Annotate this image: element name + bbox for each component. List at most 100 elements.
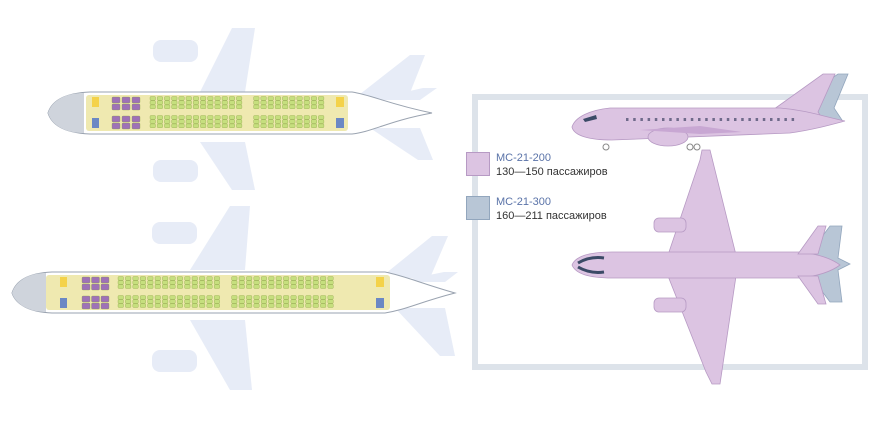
economy-seat	[214, 295, 220, 300]
economy-seat	[253, 299, 260, 304]
economy-seat	[305, 295, 312, 300]
cabin-windows	[626, 118, 795, 121]
economy-seat	[214, 115, 221, 120]
economy-seat	[290, 295, 297, 300]
economy-seat	[290, 303, 297, 308]
economy-seat	[303, 100, 310, 105]
economy-seat	[312, 303, 319, 308]
economy-seat	[191, 280, 198, 285]
seats-economy	[117, 276, 334, 308]
business-seat	[91, 295, 100, 303]
cabin-window	[748, 118, 751, 121]
economy-seat	[117, 280, 124, 285]
economy-seat	[178, 123, 185, 128]
lavatory-front	[60, 298, 67, 308]
cabin-window	[762, 118, 766, 121]
economy-seat	[132, 280, 139, 285]
economy-seat	[206, 295, 213, 300]
cabin-window	[669, 118, 672, 121]
economy-seat	[191, 284, 198, 289]
economy-seat	[253, 276, 260, 281]
economy-seat	[199, 284, 206, 289]
economy-seat	[140, 303, 146, 308]
economy-seat	[178, 96, 185, 101]
economy-seat	[200, 104, 207, 109]
ghost-wing-upper	[200, 28, 255, 92]
economy-seat	[149, 96, 156, 101]
seat-map-mc21-200	[47, 28, 437, 190]
business-seat	[111, 122, 121, 130]
economy-seat	[229, 119, 235, 124]
economy-seat	[246, 295, 253, 300]
cabin-window	[690, 118, 694, 121]
economy-seat	[147, 295, 154, 300]
economy-seat	[298, 303, 304, 308]
ghost-wing-lower	[190, 320, 252, 390]
side-view-aircraft	[571, 73, 849, 151]
top-engine-lower	[653, 297, 687, 313]
landing-gear	[602, 143, 701, 151]
economy-seat	[140, 299, 146, 304]
economy-seat	[132, 295, 139, 300]
economy-seat	[200, 123, 207, 128]
economy-seat	[296, 104, 303, 109]
top-view-aircraft	[571, 149, 851, 385]
economy-seat	[312, 284, 319, 289]
economy-seat	[296, 119, 303, 124]
side-fuselage	[571, 107, 846, 141]
economy-seat	[169, 303, 176, 308]
economy-seat	[169, 276, 176, 281]
economy-seat	[185, 123, 192, 128]
economy-seat	[290, 284, 297, 289]
economy-seat	[184, 299, 191, 304]
cockpit-window	[583, 115, 597, 122]
economy-seat	[149, 100, 156, 105]
economy-seat	[275, 123, 281, 128]
economy-seat	[184, 295, 191, 300]
cabin-window	[712, 118, 715, 121]
business-seat	[91, 276, 100, 284]
economy-seat	[157, 100, 163, 105]
business-seat	[81, 276, 91, 284]
economy-seat	[289, 123, 296, 128]
economy-seat	[260, 119, 267, 124]
economy-seat	[154, 280, 161, 285]
business-seat	[81, 302, 91, 310]
economy-seat	[154, 276, 161, 281]
ghost-engine-lower	[153, 160, 198, 182]
economy-seat	[290, 280, 297, 285]
economy-seat	[253, 284, 260, 289]
economy-seat	[253, 100, 260, 105]
economy-seat	[246, 276, 253, 281]
cabin-window	[719, 118, 723, 121]
economy-seat	[311, 119, 317, 124]
economy-seat	[296, 115, 303, 120]
lavatory-front	[92, 118, 99, 128]
economy-seat	[177, 303, 183, 308]
economy-seat	[318, 115, 325, 120]
economy-seat	[207, 104, 214, 109]
economy-seat	[149, 123, 156, 128]
cabin-window	[698, 118, 701, 121]
economy-seat	[177, 284, 183, 289]
economy-seat	[261, 280, 267, 285]
economy-seat	[268, 284, 275, 289]
economy-seat	[221, 123, 228, 128]
economy-seat	[117, 303, 124, 308]
economy-seat	[283, 284, 290, 289]
economy-seat	[298, 280, 304, 285]
side-wing	[640, 126, 742, 134]
economy-seat	[193, 115, 199, 120]
main-wheel	[686, 143, 694, 151]
cockpit	[48, 93, 84, 133]
economy-seat	[214, 96, 221, 101]
economy-seat	[267, 104, 274, 109]
economy-seat	[147, 299, 154, 304]
legend-swatch-mc21-200	[466, 152, 490, 176]
economy-seat	[154, 303, 161, 308]
ghost-wing-upper	[190, 206, 250, 270]
economy-seat	[117, 299, 124, 304]
economy-seat	[275, 104, 281, 109]
economy-seat	[283, 295, 290, 300]
economy-seat	[318, 100, 325, 105]
